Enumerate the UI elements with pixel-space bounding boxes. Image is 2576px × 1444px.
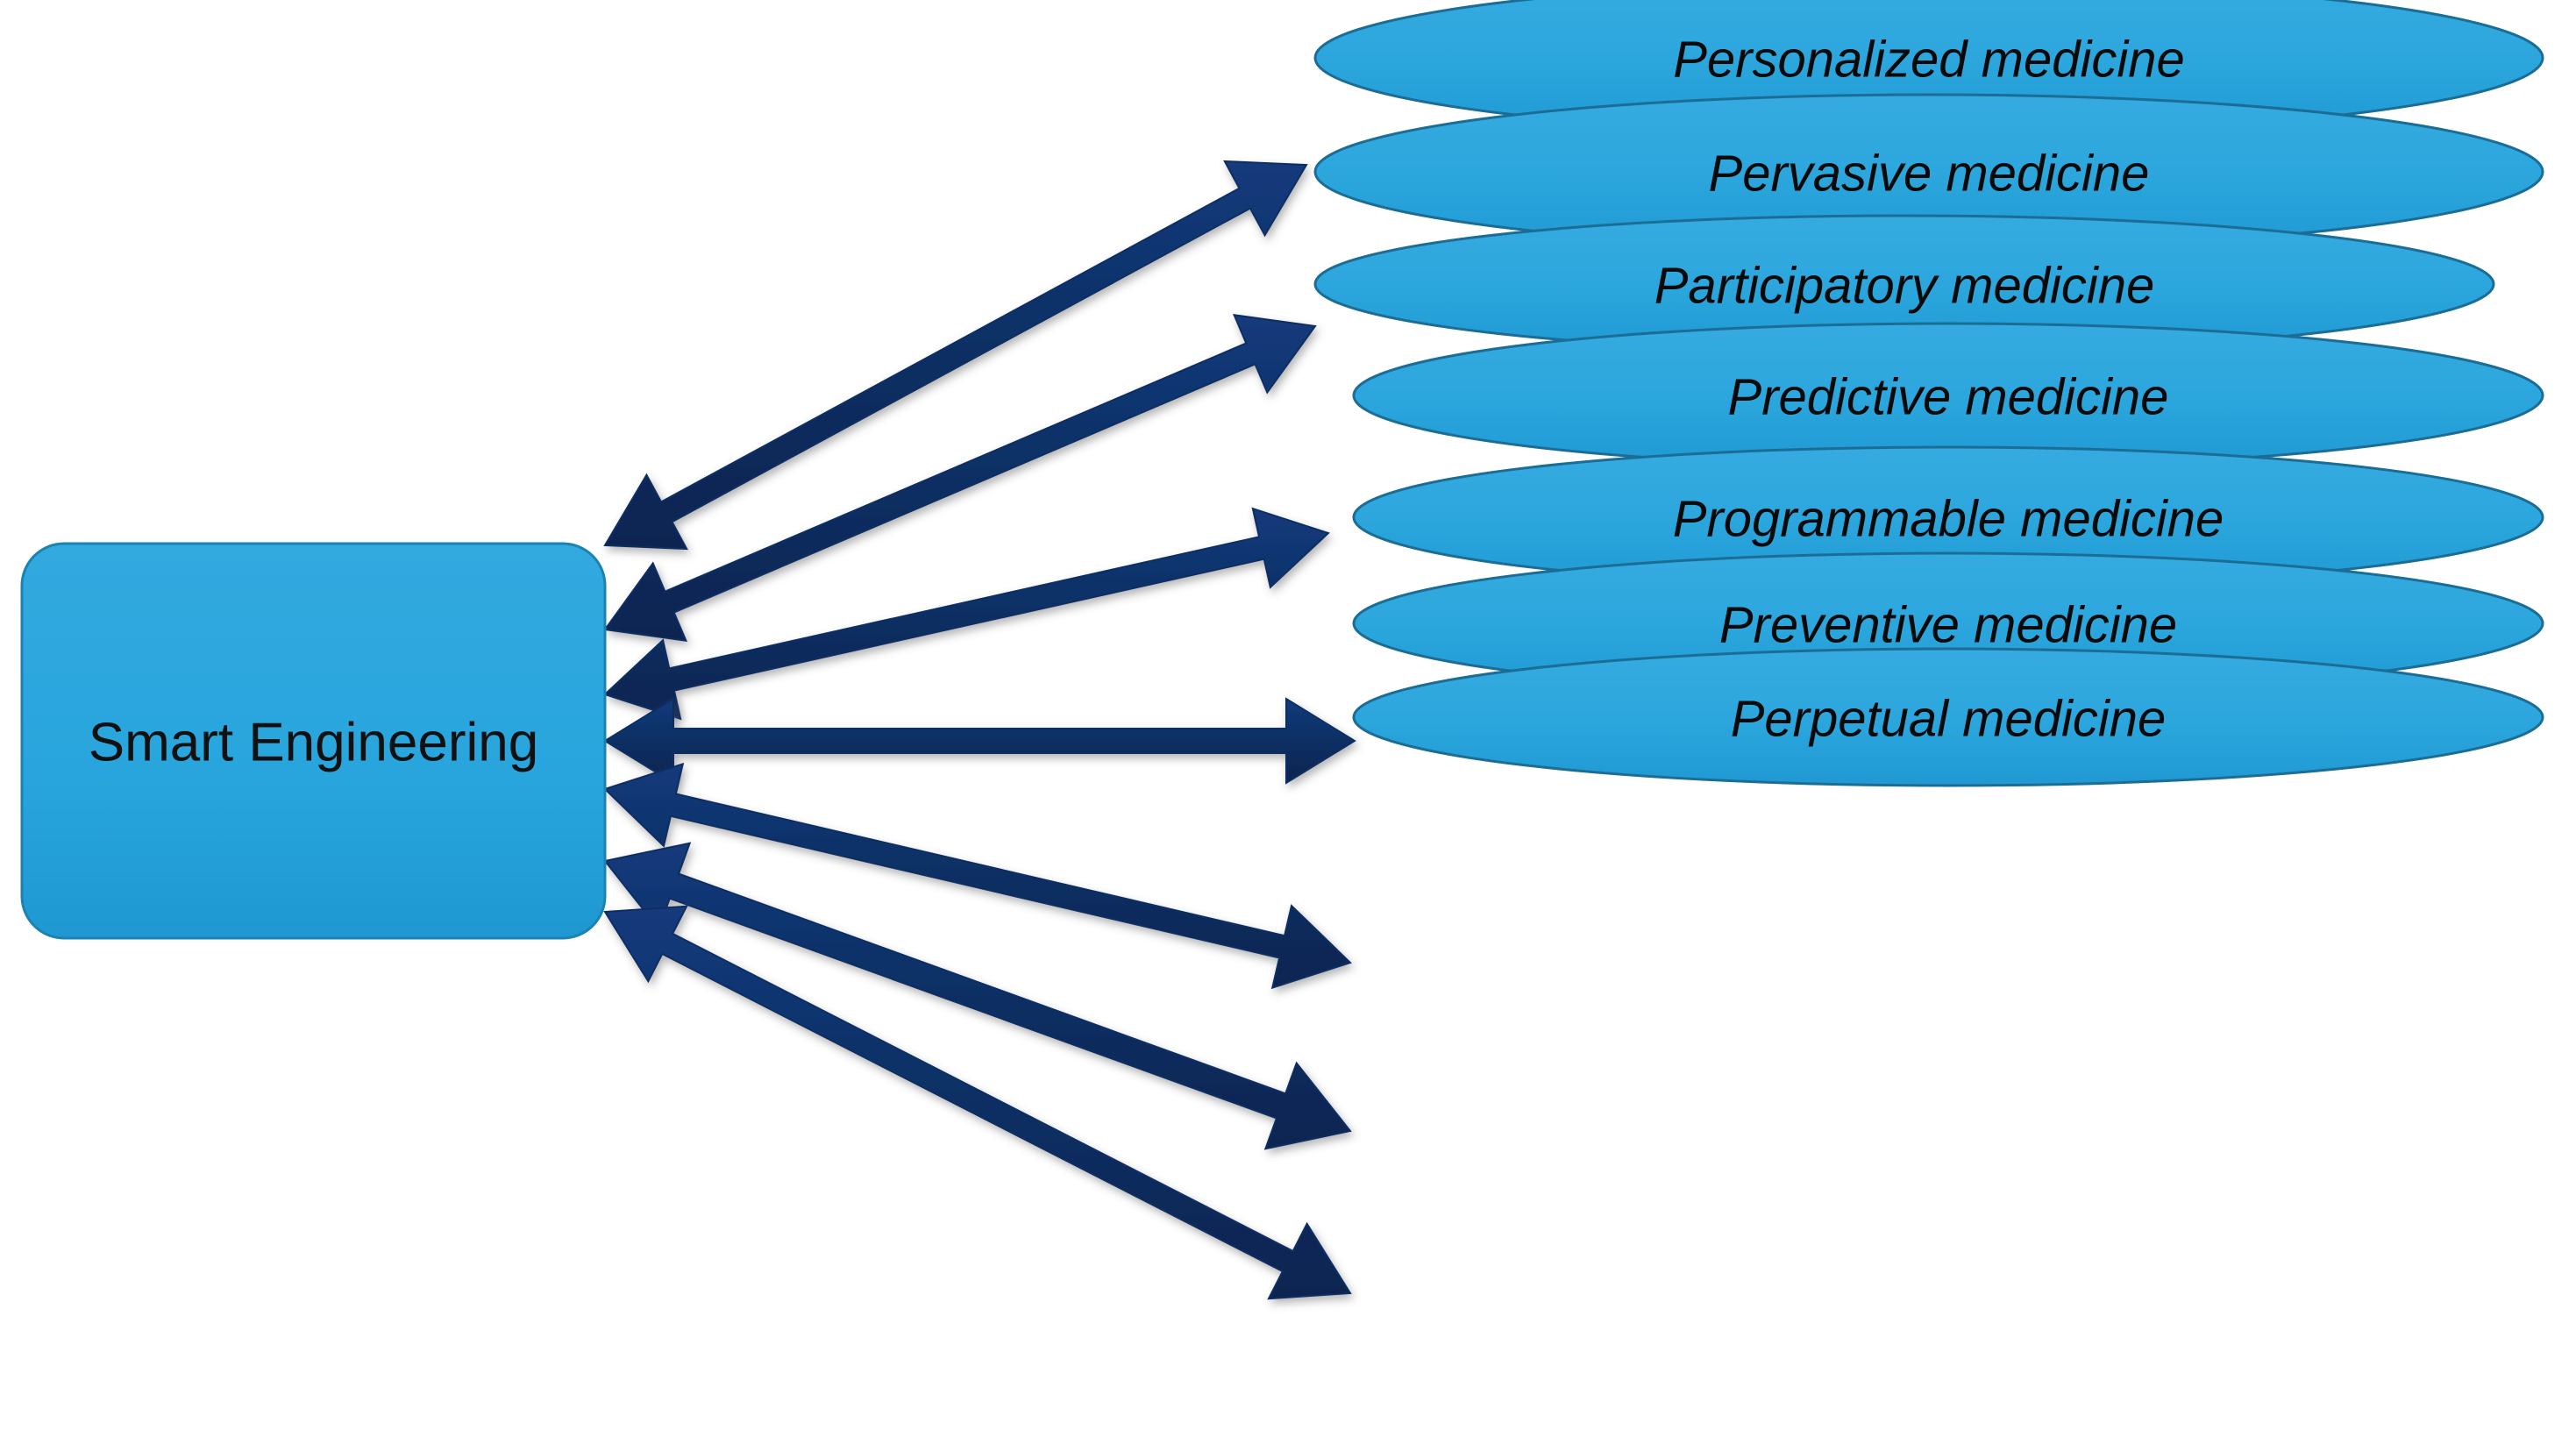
double-arrow-icon (603, 905, 1352, 1300)
double-arrow-icon (603, 762, 1352, 990)
connector-layer (603, 160, 1356, 1300)
node-label-perpetual: Perpetual medicine (1731, 691, 2167, 748)
hub-shape[interactable] (20, 542, 607, 940)
node-label-participatory: Participatory medicine (1654, 258, 2155, 315)
connector-hub-predictive (603, 697, 1356, 785)
node-predictive[interactable]: Predictive medicine (1352, 322, 2544, 469)
connector-hub-participatory (603, 507, 1330, 721)
connector-hub-perpetual (603, 905, 1352, 1300)
node-perpetual[interactable]: Perpetual medicine (1352, 647, 2544, 787)
double-arrow-icon (603, 314, 1317, 642)
double-arrow-icon (603, 507, 1330, 721)
node-pervasive[interactable]: Pervasive medicine (1313, 93, 2544, 251)
double-arrow-icon (603, 160, 1308, 551)
connector-hub-programmable (603, 762, 1352, 990)
node-label-pervasive: Pervasive medicine (1709, 146, 2150, 203)
ellipse-shape-perpetual[interactable] (1352, 647, 2544, 787)
double-arrow-icon (603, 697, 1356, 785)
node-participatory[interactable]: Participatory medicine (1313, 214, 2495, 354)
node-programmable[interactable]: Programmable medicine (1352, 445, 2544, 589)
node-label-programmable: Programmable medicine (1673, 491, 2224, 548)
hub-label: Smart Engineering (89, 713, 539, 773)
node-label-personalized: Personalized medicine (1673, 32, 2185, 89)
node-label-predictive: Predictive medicine (1728, 369, 2169, 426)
node-label-preventive: Preventive medicine (1719, 597, 2177, 654)
hub-node[interactable]: Smart Engineering (20, 542, 607, 940)
connector-hub-pervasive (603, 314, 1317, 642)
connector-hub-personalized (603, 160, 1308, 551)
